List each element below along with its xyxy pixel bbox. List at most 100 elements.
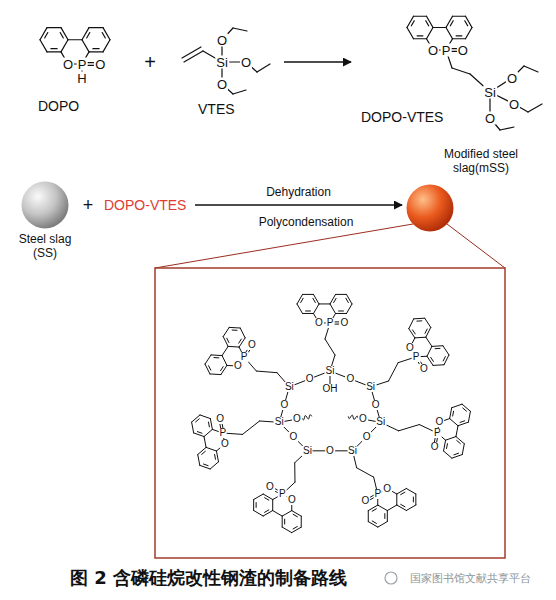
bond: [103, 40, 110, 52]
bond: [384, 514, 385, 519]
bond: [221, 365, 227, 374]
sphere-shape: [406, 184, 454, 232]
connectors: [195, 62, 402, 205]
bond: [378, 505, 388, 510]
sphere: [407, 185, 454, 232]
bond: [47, 27, 61, 28]
bond: [222, 356, 227, 366]
bond: [425, 329, 427, 333]
bond: [435, 348, 440, 349]
bond: [313, 298, 315, 302]
atom-label: P: [218, 428, 227, 438]
bond: [297, 304, 303, 314]
bond: [336, 313, 347, 314]
bond: [40, 28, 47, 40]
bond: [347, 294, 353, 304]
reagent-name: DOPO-VTES: [104, 197, 186, 213]
bond: [460, 421, 465, 423]
bond: [102, 33, 105, 38]
bond: [443, 357, 445, 361]
bond: [314, 294, 320, 304]
bond: [443, 346, 449, 355]
bond: [444, 451, 452, 458]
bond: [223, 337, 228, 347]
bond: [47, 51, 61, 52]
bond: [465, 21, 468, 26]
bond: [303, 294, 314, 295]
bond: [282, 527, 292, 533]
bond: [40, 40, 47, 52]
bond: [273, 511, 283, 517]
bond: [256, 503, 257, 508]
node-label: Steel slag (SS): [5, 233, 85, 261]
bond: [452, 455, 462, 459]
bond: [228, 346, 239, 348]
bond: [426, 21, 429, 26]
atom-label: OH: [322, 384, 339, 394]
bond: [426, 337, 432, 346]
detail-frame: [155, 268, 505, 558]
bond: [227, 338, 229, 342]
bond: [458, 422, 468, 426]
atom-label: O: [382, 484, 392, 494]
bond: [334, 298, 336, 302]
bond: [413, 330, 416, 334]
bond: [272, 500, 273, 511]
bond: [282, 516, 283, 527]
bond: [103, 28, 110, 40]
bond: [401, 504, 405, 506]
bond: [216, 451, 218, 462]
atom-label: O: [279, 400, 289, 410]
bond: [407, 27, 414, 38]
bond: [265, 498, 269, 500]
atom-label: O: [345, 374, 355, 384]
bond: [68, 39, 82, 40]
atom-label: P: [373, 489, 382, 499]
bond: [409, 319, 414, 329]
bond: [453, 16, 466, 17]
bond: [406, 488, 416, 493]
atom-label: O: [240, 56, 252, 69]
bond: [60, 33, 63, 38]
slag-sphere: Modified steel slag(mSS): [406, 184, 454, 232]
bond: [192, 415, 200, 422]
wechat-icon: [385, 572, 397, 584]
atom-label: Si: [302, 446, 313, 456]
wavy-bond: [348, 415, 358, 419]
bond: [397, 488, 407, 494]
bond: [282, 511, 292, 516]
bond: [301, 298, 303, 302]
bond: [468, 411, 470, 422]
bond: [368, 522, 378, 527]
bond: [209, 366, 211, 370]
bond: [204, 429, 212, 436]
bond: [413, 497, 414, 502]
bond: [265, 510, 269, 512]
reaction-condition: Polycondensation: [257, 215, 356, 229]
bond: [427, 16, 434, 27]
bond: [453, 38, 466, 39]
node-label: VTES: [198, 101, 235, 117]
atom-label: Si: [365, 382, 376, 392]
reagent-label: DOPO-VTES: [100, 194, 191, 217]
bond: [93, 48, 99, 49]
atom-label: O: [419, 364, 429, 374]
bond: [372, 521, 376, 523]
atom-label: O: [62, 58, 74, 71]
bond: [204, 437, 206, 448]
bond: [463, 408, 467, 411]
bond: [222, 346, 228, 355]
atom-label: O: [506, 72, 518, 85]
bond: [194, 433, 204, 437]
bond: [446, 444, 448, 449]
compound-structure: DOPO: [30, 18, 130, 118]
bond: [196, 419, 200, 422]
node-label: Modified steel slag(mSS): [436, 148, 526, 176]
bond: [303, 313, 314, 314]
bond: [466, 16, 473, 27]
bond: [294, 463, 295, 482]
atom-label: O: [325, 446, 335, 456]
atom-label: O: [233, 361, 243, 371]
bond: [61, 28, 68, 40]
bond: [433, 27, 446, 28]
